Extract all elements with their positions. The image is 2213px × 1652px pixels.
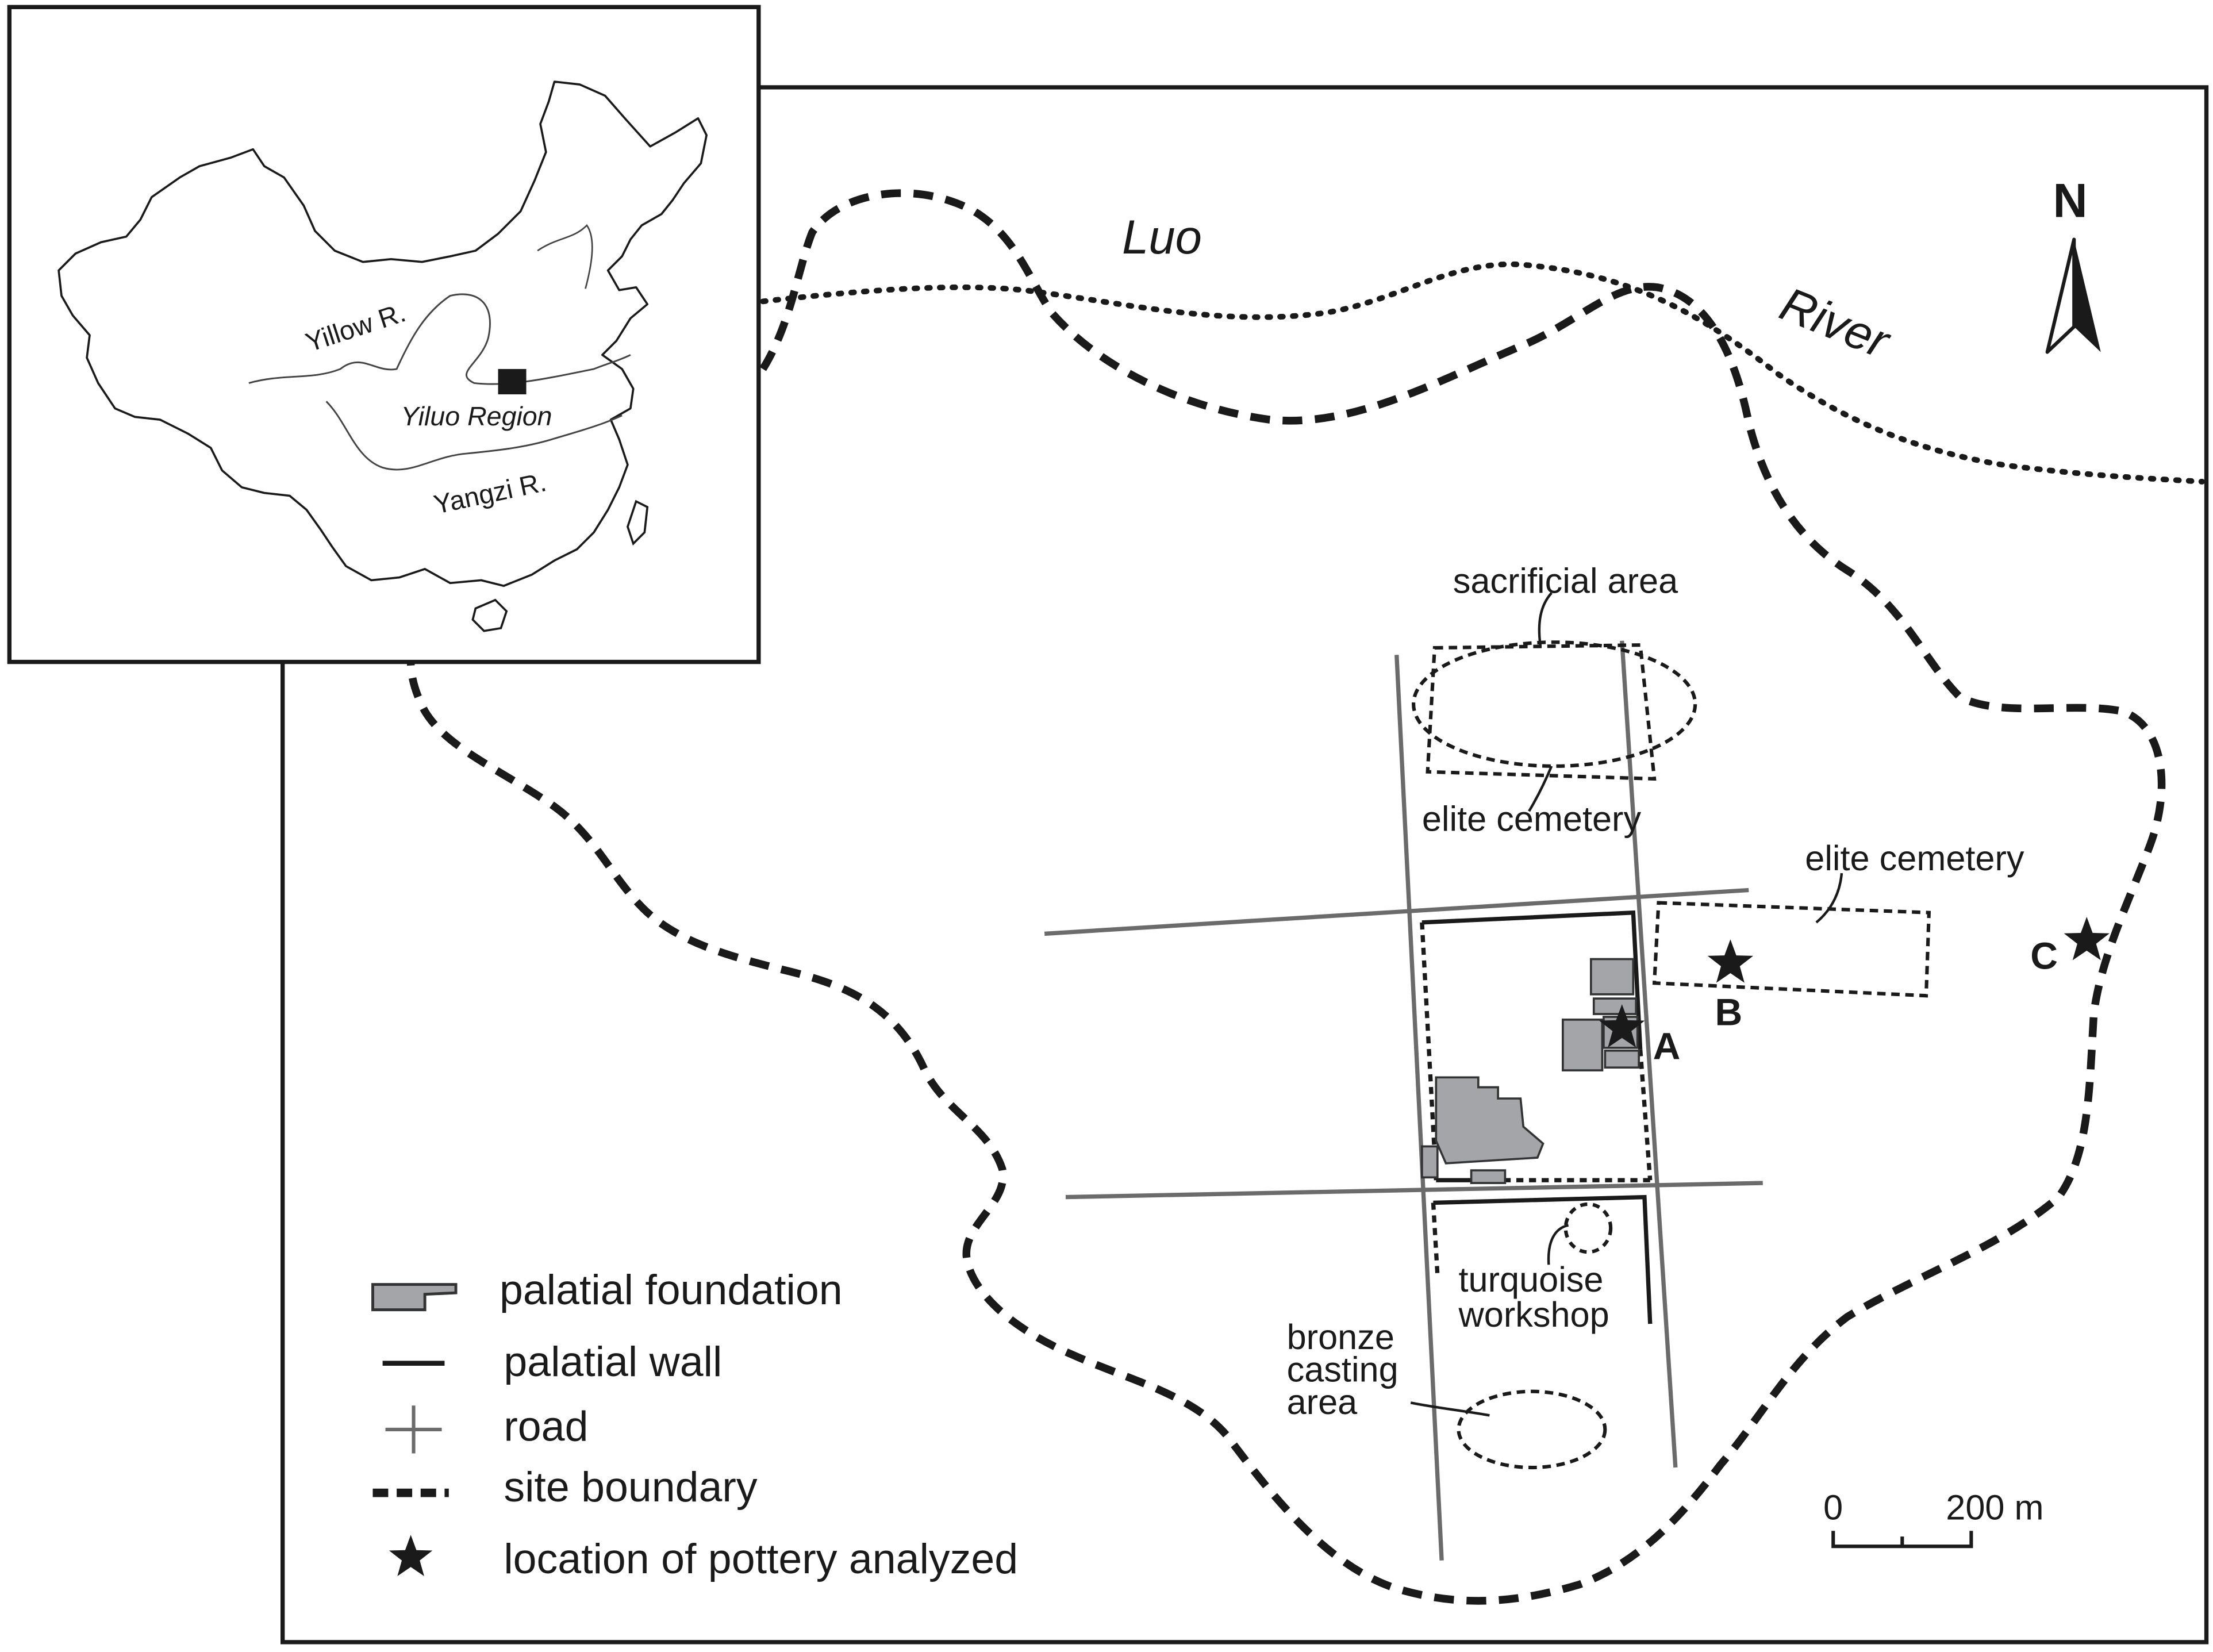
north-arrow-shaded	[2074, 239, 2101, 352]
north-arrow-outline	[2045, 237, 2076, 354]
site-c-star	[2064, 917, 2110, 961]
site-a-label: A	[1653, 1025, 1681, 1067]
foundation-3	[1562, 1019, 1604, 1071]
elite-cemetery-east-label: elite cemetery	[1805, 839, 2024, 878]
foundation-5	[1604, 1049, 1640, 1069]
yellow-river-line	[248, 293, 631, 385]
foundation-6	[1420, 1145, 1439, 1179]
china-outline	[57, 80, 708, 587]
yiluo-region-marker	[498, 368, 527, 395]
legend-road: road	[504, 1402, 588, 1450]
inset-china-map	[57, 80, 708, 632]
elite-cemetery-east-rect	[1652, 901, 1931, 998]
palatial-wall-enclosure	[1420, 910, 1653, 1324]
elite-cemetery-north-leader	[1528, 766, 1553, 812]
legend-palatial-foundation: palatial foundation	[500, 1266, 843, 1313]
north-arrow: N	[2045, 174, 2101, 354]
bronze-casting-leader	[1410, 1401, 1490, 1417]
hainan-outline	[471, 598, 508, 632]
legend-road-swatch	[385, 1405, 442, 1454]
sacrificial-area-label: sacrificial area	[1453, 562, 1678, 601]
road-west	[1394, 655, 1444, 1561]
sacrificial-area-ellipse	[1412, 640, 1697, 768]
elite-cemetery-east-leader	[1815, 873, 1843, 924]
legend-site-boundary: site boundary	[504, 1463, 758, 1511]
north-arrow-label: N	[2053, 174, 2087, 227]
inset-tributary	[537, 224, 593, 289]
site-a-star	[1599, 1004, 1645, 1048]
luo-label: Luo	[1122, 210, 1202, 264]
yangzi-river-line	[325, 401, 623, 471]
turquoise-workshop-label-1: turquoise	[1459, 1260, 1604, 1299]
scale-bar-start: 0	[1823, 1488, 1843, 1527]
site-c-label: C	[2030, 935, 2058, 978]
scale-bar-end: 200 m	[1946, 1488, 2043, 1527]
site-b-label: B	[1715, 992, 1742, 1034]
foundation-1	[1590, 958, 1635, 996]
road-east	[1620, 640, 1678, 1468]
site-b-star	[1707, 939, 1754, 983]
bronze-casting-label-2: casting	[1287, 1350, 1399, 1389]
bronze-casting-ellipse	[1457, 1389, 1607, 1470]
foundation-7	[1470, 1169, 1507, 1184]
foundation-main	[1435, 1076, 1545, 1165]
palatial-foundations	[1420, 958, 1640, 1184]
turquoise-workshop-ellipse	[1563, 1202, 1613, 1254]
inset-yiluo-region-label: Yiluo Region	[401, 401, 552, 431]
legend-palatial-wall: palatial wall	[504, 1338, 722, 1385]
elite-cemetery-north-label: elite cemetery	[1422, 800, 1642, 839]
bronze-casting-label-1: bronze	[1287, 1317, 1394, 1357]
legend: palatial foundation palatial wall road s…	[371, 1266, 1018, 1582]
bronze-casting-label-3: area	[1287, 1382, 1358, 1422]
scale-bar: 0 200 m	[1823, 1488, 2044, 1549]
legend-star-swatch	[389, 1535, 433, 1576]
turquoise-workshop-label-2: workshop	[1458, 1295, 1609, 1334]
legend-foundation-swatch	[371, 1283, 458, 1312]
sacrificial-area-leader	[1538, 592, 1553, 646]
roads	[1044, 640, 1763, 1561]
turquoise-workshop-leader	[1547, 1224, 1569, 1265]
legend-pottery-location: location of pottery analyzed	[504, 1535, 1018, 1582]
inset-frame	[7, 5, 761, 664]
elite-cemetery-north-rect	[1426, 643, 1657, 781]
taiwan-outline	[627, 500, 649, 546]
foundation-2	[1592, 997, 1638, 1015]
site-boundary-line	[406, 189, 2166, 1605]
road-south	[1065, 1181, 1763, 1200]
road-north	[1044, 888, 1749, 936]
